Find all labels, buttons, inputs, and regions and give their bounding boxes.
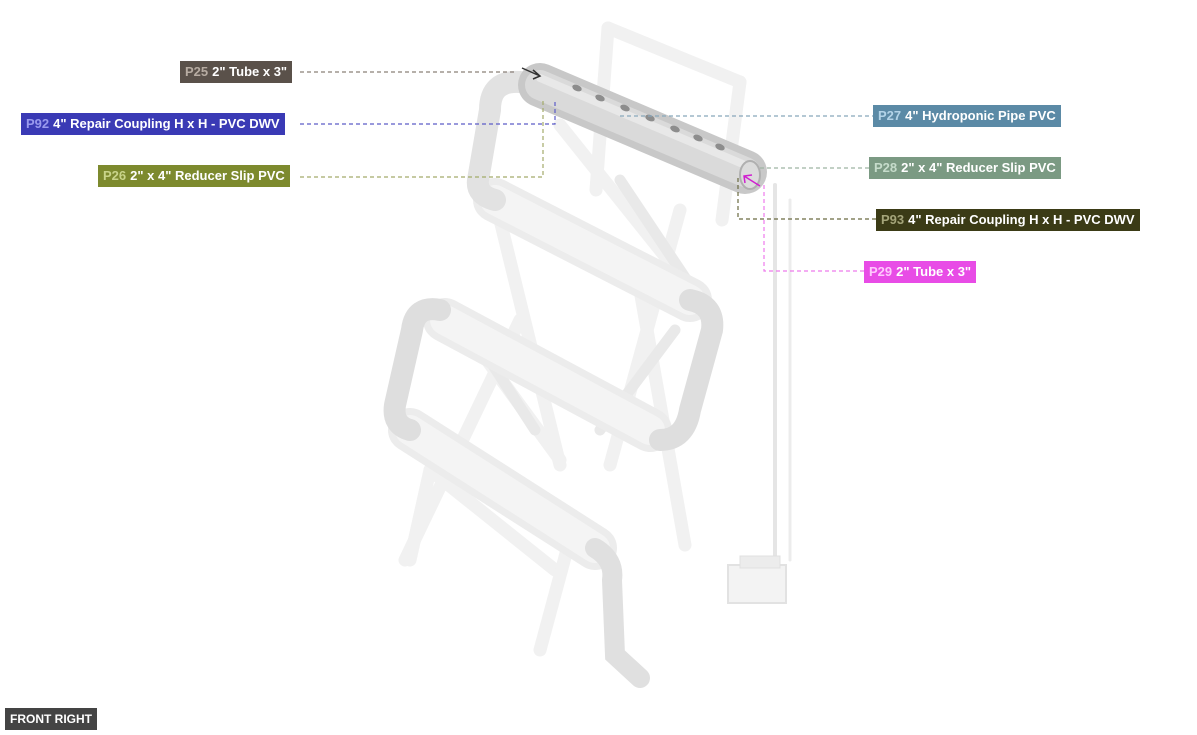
leader-lines [300,71,876,272]
part-name: 4" Hydroponic Pipe PVC [905,108,1056,123]
view-angle-badge: FRONT RIGHT [5,708,97,730]
part-arrows [521,67,761,187]
pump-box [727,555,787,604]
part-code: P25 [185,64,209,79]
part-name: 2" Tube x 3" [212,64,288,79]
part-name: 2" Tube x 3" [896,264,972,279]
part-code: P92 [26,116,50,131]
part-code: P27 [878,108,902,123]
part-name: 2" x 4" Reducer Slip PVC [130,168,285,183]
part-name: 4" Repair Coupling H x H - PVC DWV [908,212,1135,227]
part-name: 2" x 4" Reducer Slip PVC [901,160,1056,175]
part-code: P26 [103,168,127,183]
part-code: P93 [881,212,905,227]
part-name: 4" Repair Coupling H x H - PVC DWV [53,116,280,131]
part-code: P29 [869,264,893,279]
ghost-pipes [383,70,724,688]
part-code: P28 [874,160,898,175]
